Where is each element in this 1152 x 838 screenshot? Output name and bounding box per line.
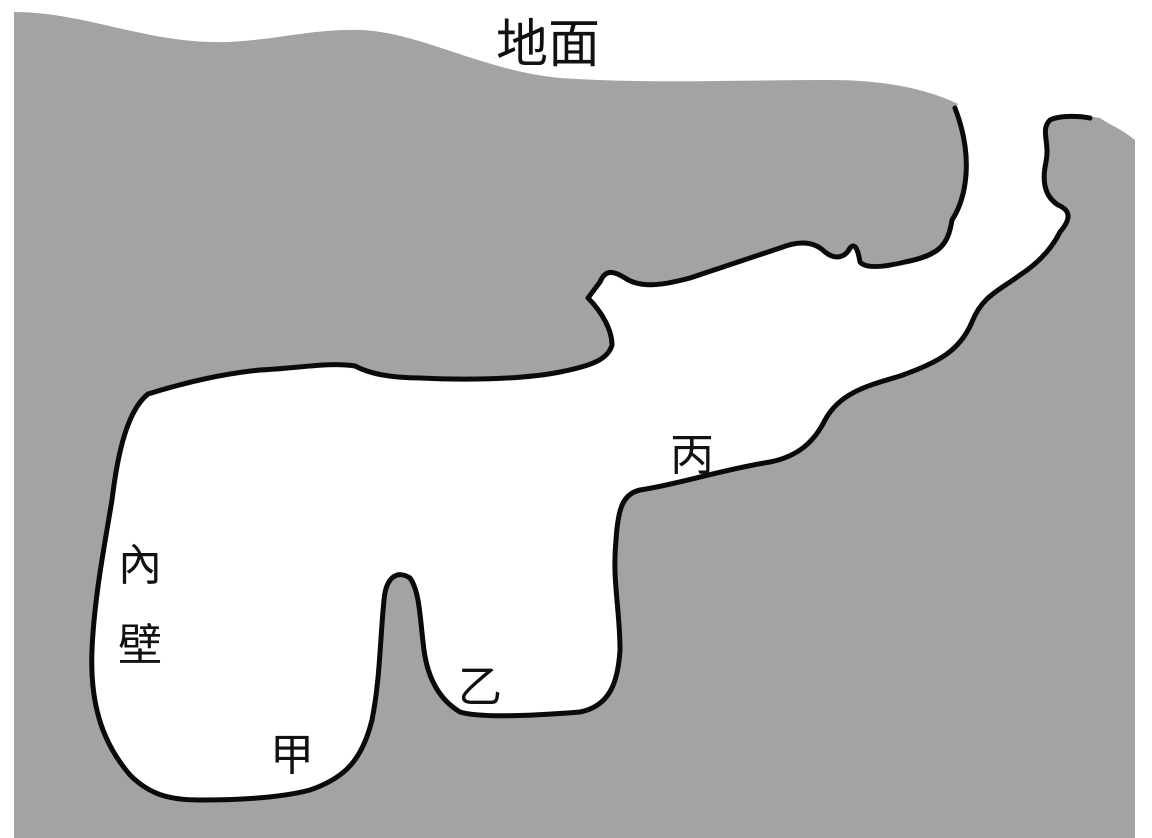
cave-outline-main	[89, 105, 1093, 803]
cave-outline	[89, 105, 1093, 803]
cave-cavity	[91, 100, 1100, 800]
rock-lobe-right	[972, 116, 1135, 322]
label-spot-b: 乙	[458, 662, 502, 713]
label-inner-wall-top: 內	[118, 540, 162, 591]
label-ground: 地面	[496, 15, 600, 75]
label-inner-wall-bottom: 壁	[118, 620, 162, 671]
label-spot-a: 甲	[270, 730, 314, 781]
label-spot-c: 丙	[670, 430, 714, 481]
